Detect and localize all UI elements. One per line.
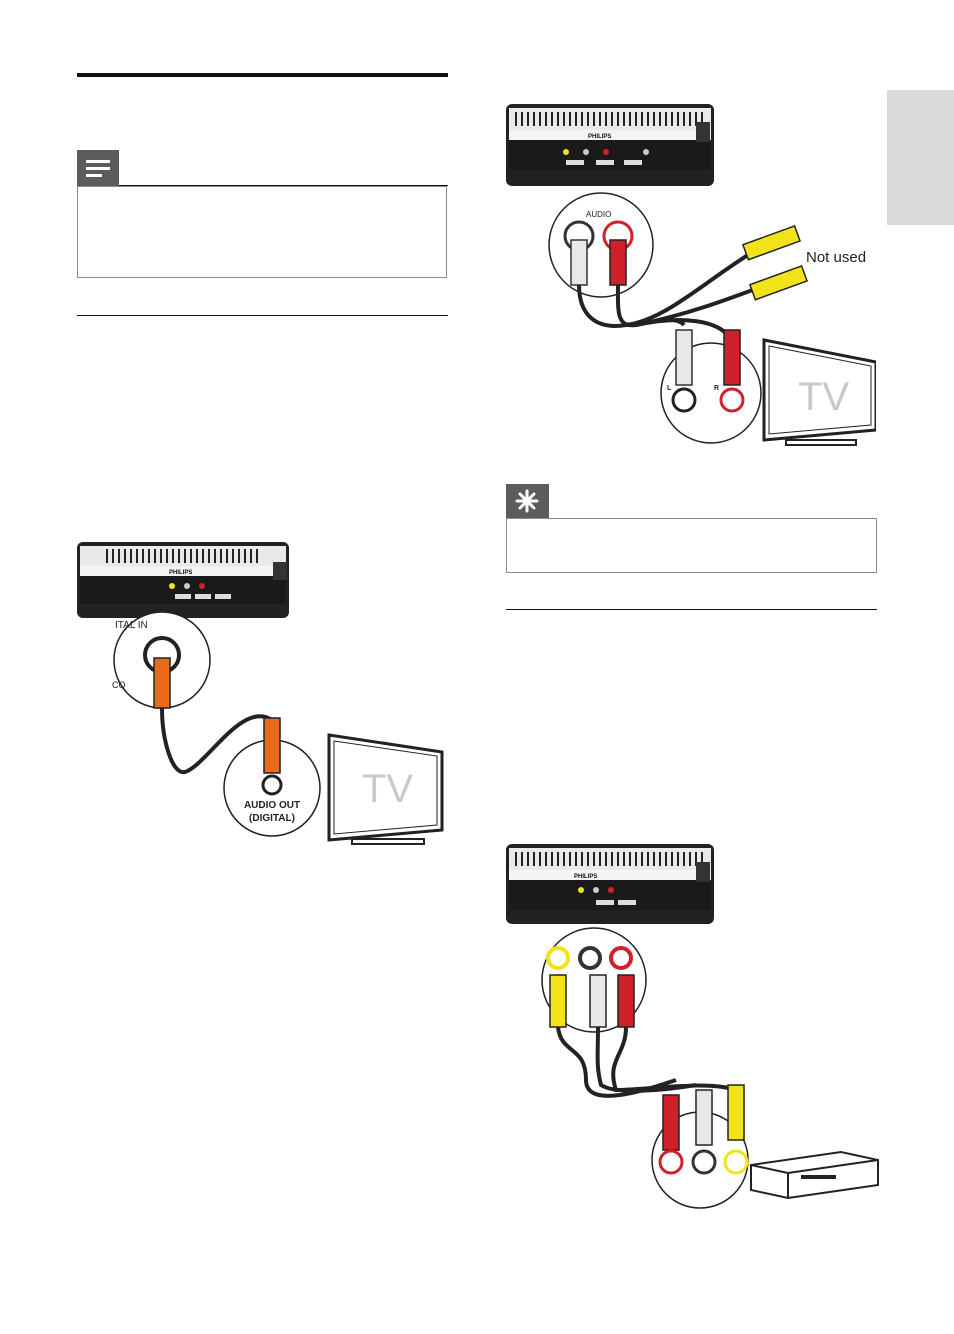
brand-label: PHILIPS	[169, 570, 192, 576]
dvd-player-illustration	[750, 1150, 879, 1200]
yellow-plug-unused-1	[741, 224, 802, 261]
white-plug-tv	[675, 329, 693, 386]
yellow-plug-player	[727, 1084, 745, 1141]
red-plug-player	[662, 1094, 680, 1151]
brand-label: PHILIPS	[574, 874, 597, 880]
subsection-rule-left	[77, 315, 448, 316]
note-box	[77, 186, 447, 278]
subsection-rule-right	[506, 609, 877, 610]
tv-illustration: TV	[762, 338, 876, 446]
audio-out-digital-label: (DIGITAL)	[249, 813, 295, 824]
red-plug-tv	[723, 329, 741, 386]
tip-icon	[515, 489, 539, 513]
language-tab	[887, 90, 954, 225]
zoom-circle-device	[548, 192, 654, 298]
philips-device: PHILIPS	[506, 104, 714, 186]
yellow-plug-unused-2	[748, 264, 809, 301]
orange-plug-device	[153, 657, 171, 709]
tv-label: TV	[362, 767, 413, 811]
philips-device: PHILIPS	[77, 542, 289, 618]
tip-box	[506, 518, 877, 573]
note-icon	[86, 160, 110, 177]
right-channel-label: R	[714, 385, 719, 392]
figure-digital-audio-tv: PHILIPS ITAL IN CO AUDIO OUT (DIGITAL) T…	[77, 542, 444, 845]
audio-label: AUDIO	[586, 210, 611, 219]
white-plug-player	[695, 1089, 713, 1146]
white-plug-device	[570, 239, 588, 286]
brand-label: PHILIPS	[588, 134, 611, 140]
red-plug-device	[617, 974, 635, 1028]
white-plug-device	[589, 974, 607, 1028]
ps-label: PS	[562, 908, 580, 923]
red-plug-device	[609, 239, 627, 286]
tv-illustration: TV	[327, 733, 444, 845]
tv-label: TV	[798, 375, 849, 419]
not-used-label: Not used	[806, 249, 866, 266]
left-channel-label: L	[667, 385, 672, 392]
yellow-plug-device	[549, 974, 567, 1028]
audio-out-label: AUDIO OUT	[244, 800, 300, 811]
orange-plug-tv	[263, 717, 281, 774]
coax-label: CO	[112, 680, 126, 690]
note-badge	[77, 150, 119, 186]
tip-badge	[506, 484, 549, 518]
philips-device: PHILIPS	[506, 844, 714, 924]
figure-analog-audio-tv: PHILIPS AUDIO Not used L R TV	[506, 104, 876, 446]
section-header-rule	[77, 73, 448, 77]
digital-in-label: ITAL IN	[115, 620, 148, 631]
note-top-rule	[119, 185, 448, 186]
figure-av-in-connection: PHILIPS PS	[506, 844, 879, 1209]
